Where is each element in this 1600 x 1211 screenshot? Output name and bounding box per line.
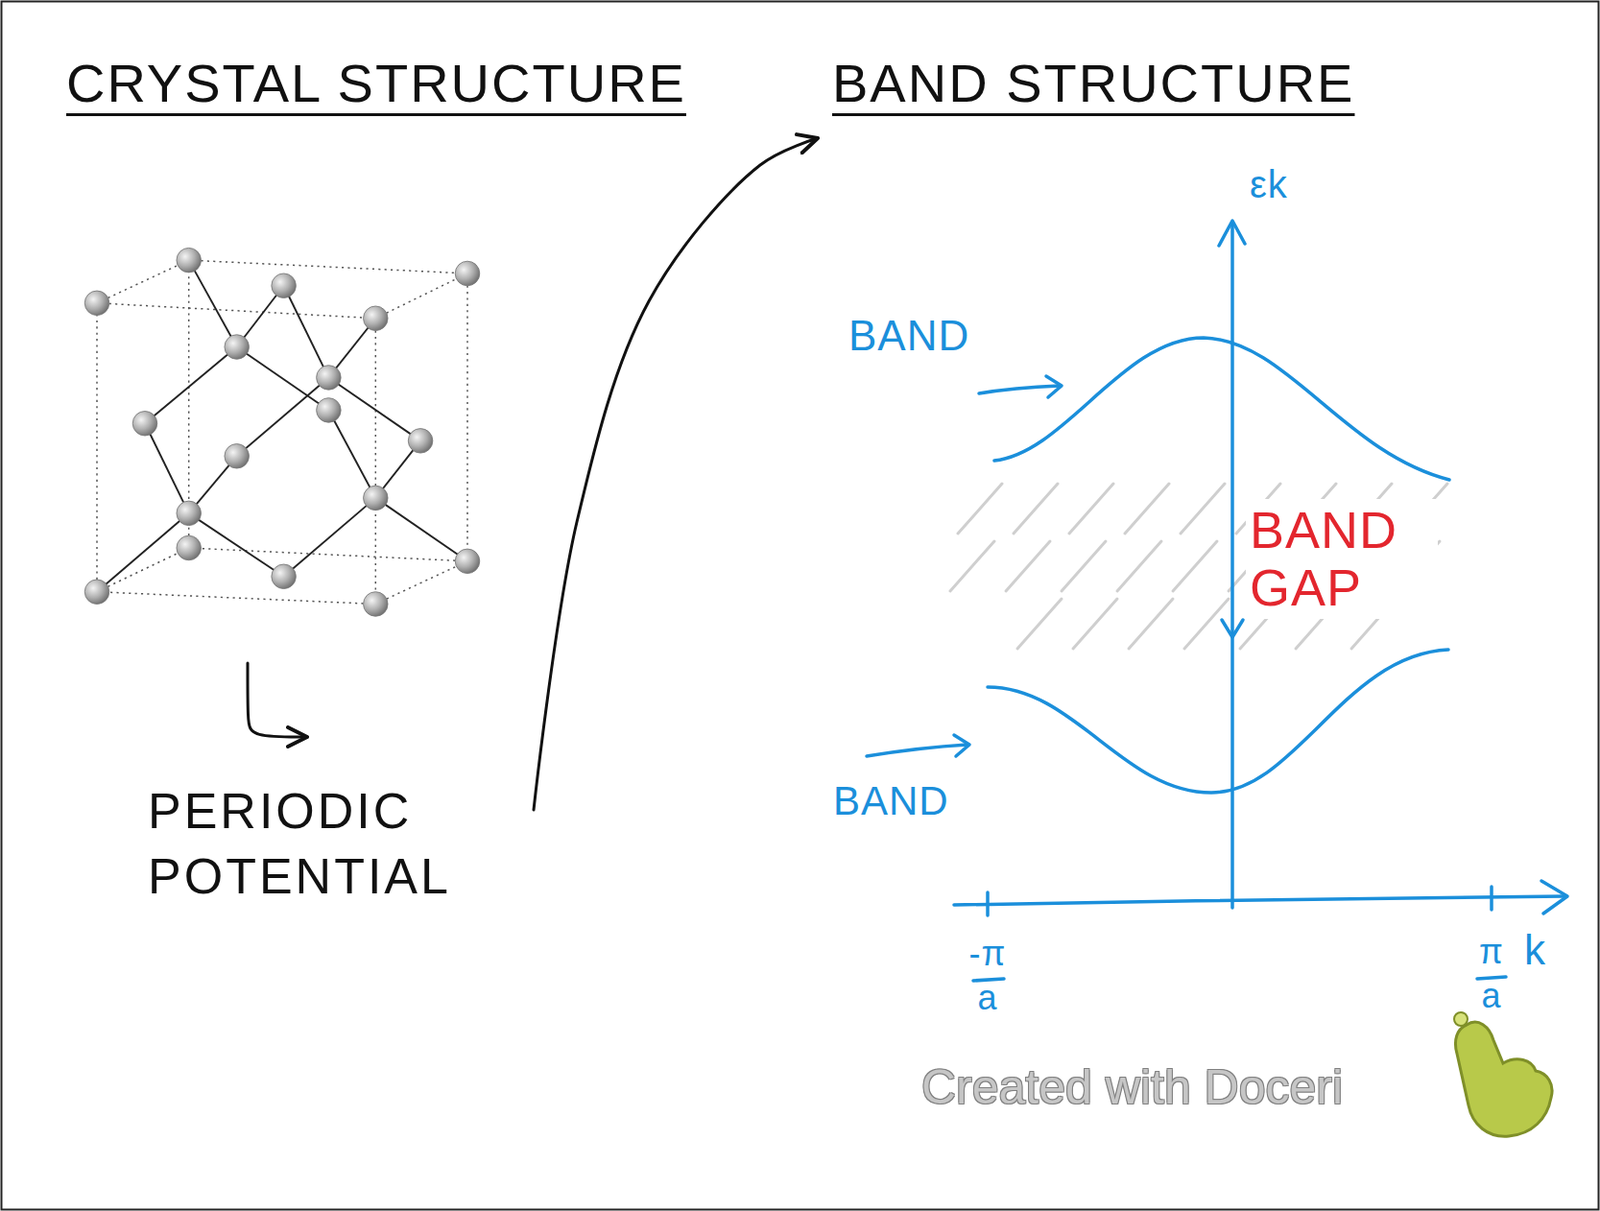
- crystal-lattice: [84, 247, 479, 617]
- concept-label: PERIODIC POTENTIAL: [143, 779, 528, 909]
- atom-bond: [375, 498, 468, 562]
- energy-axis: [1230, 222, 1235, 908]
- section-heading: CRYSTAL STRUCTURE: [57, 43, 695, 639]
- atom: [84, 579, 110, 605]
- hatch-stroke: [1073, 598, 1118, 649]
- upper-band-curve: [994, 337, 1450, 480]
- hand-shape: [1455, 1022, 1553, 1137]
- hatch-stroke: [1013, 483, 1058, 534]
- atom: [454, 261, 480, 287]
- unit-cell-edge: [375, 273, 468, 319]
- band-pointer-head: [1046, 376, 1062, 398]
- hatch-stroke: [1117, 541, 1162, 592]
- axis-label: εk: [1249, 163, 1289, 206]
- atom: [363, 485, 389, 511]
- hatch-stroke: [1005, 541, 1051, 592]
- tick-label: -π: [949, 934, 1027, 974]
- hatch-stroke: [1124, 483, 1170, 534]
- heading-text: BAND STRUCTURE: [832, 49, 1355, 118]
- unit-cell-edge: [96, 592, 376, 605]
- hatch-stroke: [950, 541, 995, 592]
- axis-label: k: [1524, 927, 1547, 974]
- hatch-stroke: [1069, 483, 1114, 534]
- atom: [176, 535, 202, 561]
- atom: [316, 365, 342, 391]
- doceri-hand-icon: [1454, 1012, 1553, 1137]
- tick-mark: [985, 892, 990, 916]
- hatch-stroke: [1061, 541, 1106, 592]
- atom: [454, 549, 480, 574]
- k-axis: [954, 896, 1565, 906]
- atom: [363, 306, 389, 332]
- atom-bond: [284, 498, 377, 577]
- atom-bond: [328, 377, 421, 441]
- tick-mark: [1489, 886, 1494, 910]
- band-pointer: [866, 744, 968, 757]
- unit-cell-edge: [96, 303, 376, 319]
- lower-band-curve: [987, 649, 1449, 793]
- band-label: BAND: [848, 312, 970, 359]
- atom: [316, 398, 342, 424]
- tick-label: π: [1453, 932, 1530, 972]
- atom-bond: [189, 260, 238, 347]
- unit-cell-edge: [189, 260, 468, 274]
- unit-cell-edge: [466, 273, 468, 562]
- flow-arrow: [247, 663, 308, 738]
- band-label: BAND: [833, 779, 950, 824]
- unit-cell-edge: [95, 303, 97, 593]
- band-pointer: [979, 385, 1060, 394]
- atom-bond: [284, 286, 330, 379]
- atom: [84, 290, 110, 316]
- hatch-stroke: [1180, 483, 1225, 534]
- hatch-stroke: [957, 483, 1003, 534]
- axis-arrowhead: [1218, 220, 1245, 246]
- heading-text: CRYSTAL STRUCTURE: [66, 49, 687, 118]
- gap-arrowhead: [1221, 620, 1243, 638]
- atom: [271, 564, 297, 590]
- hatch-stroke: [1017, 598, 1062, 649]
- atom: [224, 334, 250, 360]
- unit-cell-edge: [96, 548, 190, 593]
- axis-arrowhead: [1541, 881, 1568, 914]
- atom: [176, 247, 202, 273]
- atom: [407, 429, 433, 454]
- atom: [363, 592, 389, 618]
- section-heading: BAND STRUCTURE: [823, 43, 1363, 143]
- band-gap-label: BAND GAP: [1245, 499, 1438, 620]
- label-text: PERIODIC POTENTIAL: [147, 779, 525, 909]
- hatch-stroke: [1172, 541, 1218, 592]
- flow-arrow: [533, 138, 818, 811]
- atom-bond: [237, 377, 330, 456]
- hand-tip: [1454, 1012, 1468, 1027]
- unit-cell-edge: [375, 561, 468, 605]
- atom-bond: [237, 347, 330, 411]
- unit-cell-edge: [189, 548, 468, 562]
- hatch-stroke: [1184, 598, 1229, 649]
- atom: [176, 501, 202, 526]
- watermark: Created with Doceri: [921, 1061, 1343, 1115]
- band-pointer-head: [954, 735, 970, 757]
- atom: [271, 273, 297, 299]
- atom: [132, 411, 158, 437]
- atom-bond: [96, 513, 190, 593]
- atom: [224, 444, 250, 470]
- tick-label: a: [949, 979, 1027, 1018]
- unit-cell-edge: [375, 318, 377, 605]
- atom-bond: [328, 409, 376, 498]
- atom-bond: [144, 347, 238, 425]
- unit-cell-edge: [96, 260, 190, 304]
- atom-bond: [144, 423, 190, 514]
- hatch-stroke: [1128, 598, 1173, 649]
- gap-hatching: [950, 483, 1448, 649]
- atom-bond: [189, 513, 285, 577]
- tick-label: a: [1453, 977, 1530, 1016]
